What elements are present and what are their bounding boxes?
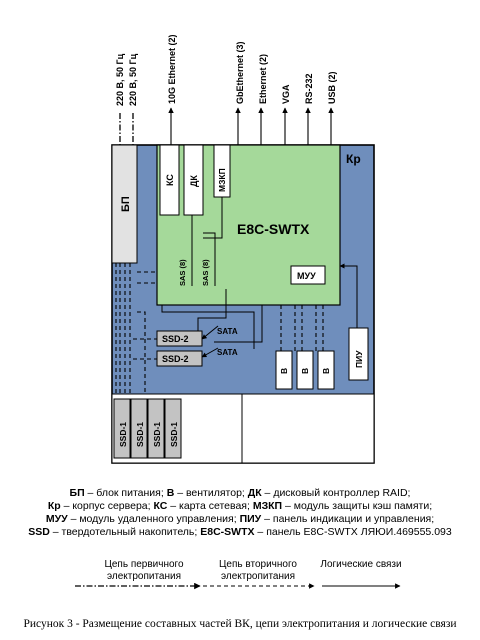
legend-line-3: МУУ – модуль удаленного управления; ПИУ …	[0, 513, 480, 526]
bay-right	[241, 393, 375, 464]
fan-1-label: В	[279, 368, 289, 374]
slot-dk	[183, 144, 204, 216]
primary-power-lines	[119, 113, 134, 145]
slot-ks	[159, 144, 180, 216]
ssd1-4	[164, 398, 182, 459]
legend-abbr: МЗКП	[252, 500, 283, 512]
fan-2	[296, 350, 314, 390]
sata-label-2: SATA	[217, 348, 238, 357]
legend-desc: – вентилятор;	[174, 487, 248, 499]
sata-label-1: SATA	[217, 327, 238, 336]
legend-abbr: Кр	[47, 500, 61, 512]
legend-line-4: SSD – твердотельный накопитель; E8C-SWTX…	[0, 526, 480, 539]
internal-logical-links	[161, 197, 358, 358]
key-secondary-label: Цепь вторичного электропитания	[219, 559, 297, 582]
key-logical-label: Логические связи	[320, 559, 402, 570]
fan-1	[275, 350, 293, 390]
line-key-samples	[75, 582, 401, 590]
ssd2-bottom-label: SSD-2	[162, 354, 189, 364]
legend-desc: – корпус сервера;	[60, 500, 154, 512]
legend-desc: – дисковый контроллер RAID;	[261, 487, 411, 499]
sas-label-1: SAS (8)	[178, 259, 187, 286]
module-muu-label: МУУ	[297, 271, 316, 281]
ssd1-1-label: SSD-1	[118, 422, 128, 447]
conn-power-1-label: 220 В, 50 Гц	[115, 53, 125, 106]
conn-eth10g-label: 10G Ethernet (2)	[167, 34, 177, 104]
legend-desc: – модуль удаленного управления;	[67, 513, 240, 525]
legend-abbr: ПИУ	[239, 513, 262, 525]
slot-ks-label: КС	[165, 174, 175, 186]
legend-abbr: SSD	[28, 526, 50, 538]
figure-caption: Рисунок 3 - Размещение составных частей …	[23, 618, 457, 630]
secondary-power-lines	[115, 263, 324, 394]
fan-3	[317, 350, 335, 390]
fan-3-label: В	[321, 368, 331, 374]
conn-power-2-label: 220 В, 50 Гц	[128, 53, 138, 106]
panel-piu	[348, 327, 369, 381]
psu-bp	[111, 144, 138, 264]
ssd1-2	[130, 398, 148, 459]
conn-ethernet-label: Ethernet (2)	[258, 54, 268, 104]
slot-mzkp-label: МЗКП	[217, 168, 227, 192]
board-label: E8C-SWTX	[237, 221, 310, 237]
legend-abbr: МУУ	[45, 513, 68, 525]
conn-gbeth-label: GbEthernet (3)	[235, 41, 245, 104]
conn-usb-label: USB (2)	[327, 71, 337, 104]
legend-line-2: Кр – корпус сервера; КС – карта сетевая;…	[0, 500, 480, 513]
legend-abbr: КС	[153, 500, 168, 512]
legend-desc: – блок питания;	[84, 487, 167, 499]
legend-abbr: В	[166, 487, 175, 499]
ssd1-1	[113, 398, 131, 459]
conn-vga-label: VGA	[281, 84, 291, 104]
legend-desc: – модуль защиты кэш памяти;	[282, 500, 433, 512]
slot-dk-label: ДК	[189, 175, 199, 187]
external-logical-links	[168, 107, 334, 145]
legend-abbr: ДК	[247, 487, 262, 499]
ssd1-3	[147, 398, 165, 459]
ssd1-4-label: SSD-1	[169, 422, 179, 447]
chassis-kr-label: Кр	[346, 152, 361, 166]
module-muu	[290, 265, 326, 285]
psu-bp-label: БП	[120, 196, 132, 212]
panel-piu-label: ПИУ	[354, 350, 364, 368]
legend-desc: – панель E8C-SWTX ЛЯЮИ.469555.093	[254, 526, 452, 538]
ssd2-top-label: SSD-2	[162, 334, 189, 344]
ssd1-3-label: SSD-1	[152, 422, 162, 447]
legend-abbr: БП	[69, 487, 85, 499]
legend-abbr: E8C-SWTX	[200, 526, 255, 538]
fan-2-label: В	[300, 368, 310, 374]
legend-line-1: БП – блок питания; В – вентилятор; ДК – …	[0, 487, 480, 500]
sas-label-2: SAS (8)	[201, 259, 210, 286]
legend-desc: – карта сетевая;	[167, 500, 253, 512]
key-primary-label: Цепь первичного электропитания	[104, 559, 184, 582]
ssd1-2-label: SSD-1	[135, 422, 145, 447]
legend-desc: – панель индикации и управления;	[261, 513, 435, 525]
legend-desc: – твердотельный накопитель;	[49, 526, 201, 538]
conn-rs232-label: RS-232	[304, 73, 314, 104]
